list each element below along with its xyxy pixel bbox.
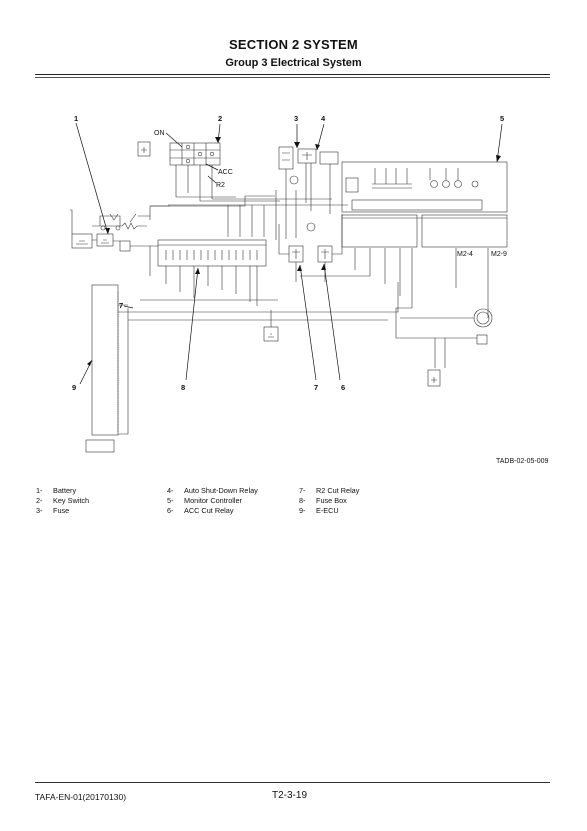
callout-4: 4 [321, 114, 326, 123]
legend-num: 8- [299, 496, 306, 506]
header-rule-thin [35, 77, 550, 78]
legend-item: 7- R2 Cut Relay [299, 486, 359, 496]
legend-num: 5- [167, 496, 174, 506]
figure-code: TADB-02-05-009 [496, 458, 549, 465]
section-title: SECTION 2 SYSTEM [229, 37, 358, 52]
header-rule [35, 74, 550, 75]
callout-7-ecu: 7 [119, 301, 123, 310]
fuse-box-small [278, 146, 294, 170]
callout-3: 3 [294, 114, 298, 123]
legend-text: E-ECU [316, 506, 339, 516]
callout-1: 1 [74, 114, 78, 123]
legend-num: 6- [167, 506, 174, 516]
footer-doc-code: TAFA-EN-01(20170130) [35, 792, 127, 802]
legend-item: 2- Key Switch [36, 496, 89, 506]
label-m2-4: M2-4 [457, 251, 473, 258]
callout-2: 2 [218, 114, 222, 123]
legend-column-2: 4- Auto Shut-Down Relay 5- Monitor Control… [167, 486, 258, 517]
fuse-box [157, 239, 267, 267]
controller-connector-b [421, 214, 508, 248]
legend-num: 7- [299, 486, 306, 495]
auto-shutdown-relay [297, 148, 317, 164]
legend-item: 9- E-ECU [299, 506, 359, 516]
legend-item: 5- Monitor Controller [167, 496, 258, 506]
legend-num: 2- [36, 496, 43, 506]
sensor-block [427, 369, 441, 387]
group-title: Group 3 Electrical System [225, 57, 362, 69]
battery-symbol [71, 233, 93, 249]
legend-text: ACC Cut Relay [184, 506, 234, 516]
legend-item: 8- Fuse Box [299, 496, 359, 506]
label-on: ON [154, 130, 165, 137]
legend-column-3: 7- R2 Cut Relay 8- Fuse Box 9- E-ECU [299, 486, 359, 517]
legend-text: Monitor Controller [184, 496, 242, 506]
callout-6: 6 [341, 383, 345, 392]
callout-8: 8 [181, 383, 185, 392]
legend-item: 1- Battery [36, 486, 89, 496]
callout-5: 5 [500, 114, 504, 123]
key-switch-box [137, 141, 151, 157]
monitor-controller-box [341, 161, 508, 213]
footer-rule [35, 782, 550, 783]
legend-item: 4- Auto Shut-Down Relay [167, 486, 258, 496]
legend-item: 3- Fuse [36, 506, 89, 516]
legend-column-1: 1- Battery 2- Key Switch 3- Fuse [36, 486, 89, 517]
label-m2-9: M2-9 [491, 251, 507, 258]
label-r2: R2 [216, 182, 225, 189]
legend-num: 9- [299, 506, 306, 516]
legend-text: Key Switch [53, 496, 90, 506]
legend-item: 6- ACC Cut Relay [167, 506, 258, 516]
legend-text: Fuse [53, 506, 70, 516]
battery-terminal-box [119, 240, 131, 252]
footer-page-number: T2-3-19 [272, 790, 308, 801]
label-acc: ACC [218, 169, 233, 176]
callout-9: 9 [72, 383, 76, 392]
legend-num: 3- [36, 506, 43, 516]
legend-text: R2 Cut Relay [316, 486, 360, 495]
legend-text: Fuse Box [316, 496, 347, 506]
legend-num: 4- [167, 486, 174, 495]
e-ecu-box [91, 284, 119, 436]
key-switch-panel [169, 142, 221, 166]
callout-7: 7 [314, 383, 318, 392]
legend-num: 1- [36, 486, 43, 495]
legend-text: Auto Shut-Down Relay [184, 486, 258, 495]
controller-connector-a [341, 214, 418, 248]
legend-text: Battery [53, 486, 77, 495]
